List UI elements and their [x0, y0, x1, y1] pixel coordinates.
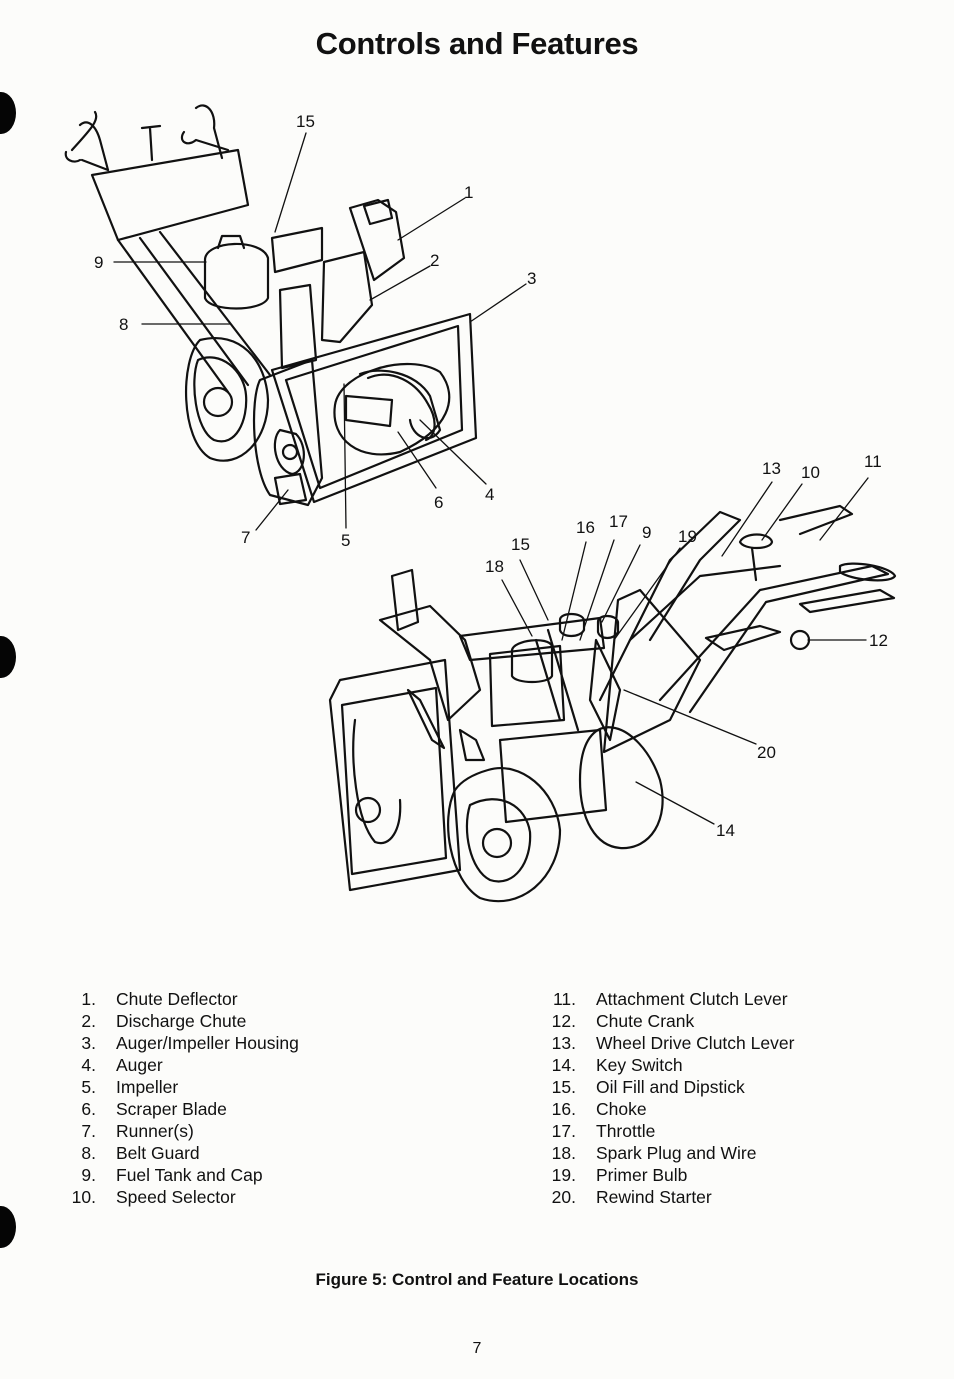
callout-12: 12: [869, 631, 888, 650]
callout-16: 16: [576, 518, 595, 537]
legend-item: 11.Attachment Clutch Lever: [552, 989, 788, 1009]
legend-item: 17.Throttle: [551, 1121, 656, 1141]
page-title: Controls and Features: [315, 26, 639, 61]
callout-10: 10: [801, 463, 820, 482]
callout-17: 17: [609, 512, 628, 531]
callout-9-rear: 9: [642, 523, 651, 542]
callout-18: 18: [485, 557, 504, 576]
legend-item: 20.Rewind Starter: [551, 1187, 712, 1207]
callout-11: 11: [864, 452, 882, 471]
callout-1: 1: [464, 183, 473, 202]
legend-item: 14.Key Switch: [551, 1055, 683, 1075]
figure-caption: Figure 5: Control and Feature Locations: [315, 1270, 639, 1289]
legend-right-column: 11.Attachment Clutch Lever 12.Chute Cran…: [542, 988, 795, 1208]
legend-item: 12.Chute Crank: [551, 1011, 695, 1031]
legend-item: 8.Belt Guard: [81, 1143, 200, 1163]
legend-item: 15.Oil Fill and Dipstick: [551, 1077, 745, 1097]
legend-item: 13.Wheel Drive Clutch Lever: [551, 1033, 795, 1053]
rear-view-leaders: [501, 477, 869, 825]
snowthrower-figure: 15 1 2 3 9 8 4 6 7 5 13 10 11 16 17 9 19…: [64, 104, 897, 903]
callout-7: 7: [241, 528, 250, 547]
callout-19: 19: [678, 527, 697, 546]
rear-view-drawing: [328, 504, 897, 903]
callout-4: 4: [485, 485, 494, 504]
callout-15-front: 15: [296, 112, 315, 131]
callout-5: 5: [341, 531, 350, 550]
binder-hole: [0, 1206, 16, 1248]
front-view-drawing: [64, 104, 478, 507]
legend-item: 1.Chute Deflector: [81, 989, 238, 1009]
legend-item: 7.Runner(s): [81, 1121, 194, 1141]
legend-item: 3.Auger/Impeller Housing: [81, 1033, 299, 1053]
callout-3: 3: [527, 269, 536, 288]
page-number: 7: [472, 1340, 482, 1357]
callout-20: 20: [757, 743, 776, 762]
callout-13: 13: [762, 459, 781, 478]
callout-8: 8: [119, 315, 128, 334]
legend-item: 18.Spark Plug and Wire: [551, 1143, 757, 1163]
legend-item: 5.Impeller: [81, 1077, 179, 1097]
callout-6: 6: [434, 493, 443, 512]
binder-hole: [0, 92, 16, 134]
callout-14: 14: [716, 821, 735, 840]
legend-left-column: 1.Chute Deflector 2.Discharge Chute 3.Au…: [62, 988, 299, 1208]
callout-15-rear: 15: [511, 535, 530, 554]
callout-9-front: 9: [94, 253, 103, 272]
legend-item: 10.Speed Selector: [71, 1187, 236, 1207]
legend-item: 16.Choke: [551, 1099, 647, 1119]
legend-item: 2.Discharge Chute: [81, 1011, 247, 1031]
front-view-leaders: [113, 132, 527, 531]
binder-hole: [0, 636, 16, 678]
legend-item: 4.Auger: [81, 1055, 163, 1075]
legend-item: 19.Primer Bulb: [551, 1165, 688, 1185]
legend-item: 6.Scraper Blade: [81, 1099, 227, 1119]
legend-item: 9.Fuel Tank and Cap: [81, 1165, 263, 1185]
callout-2: 2: [430, 251, 439, 270]
